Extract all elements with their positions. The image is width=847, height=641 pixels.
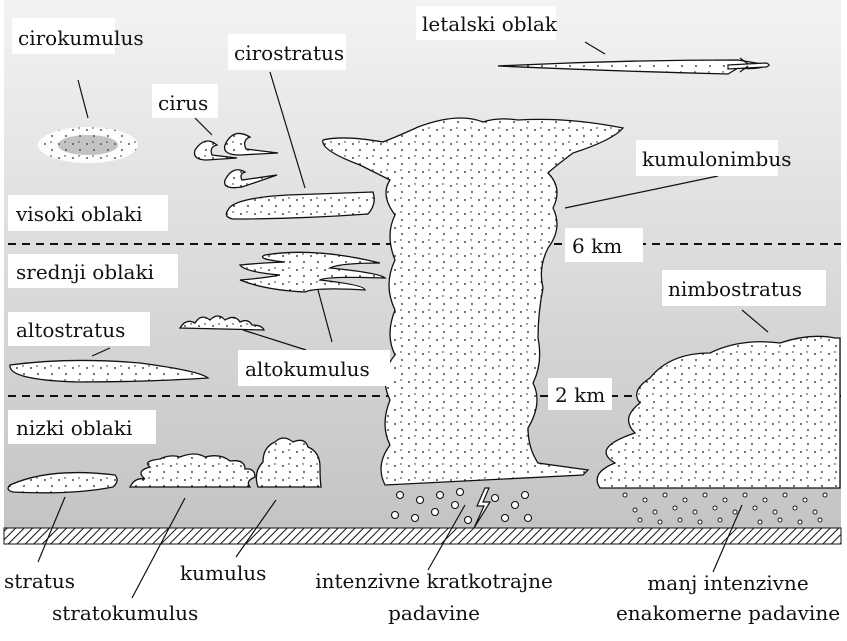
rain-drops-steady [622,492,828,525]
label-steady-precip-2: enakomerne padavine [616,601,840,625]
cumulonimbus-cloud [322,117,625,486]
altostratus-cloud [9,359,210,383]
cirrostratus-cloud [225,191,375,220]
label-high-clouds: visoki oblaki [15,202,143,226]
label-cirrostratus: cirostratus [234,41,344,65]
label-stratus: stratus [4,569,75,593]
altocumulus-cloud [178,251,387,331]
label-cumulus: kumulus [180,561,266,585]
label-6km: 6 km [572,234,622,258]
lightning-icon [473,487,492,529]
label-altocumulus: altokumulus [245,357,370,381]
label-steady-precip-1: manj intenzivne [647,571,808,595]
label-altostratus: altostratus [16,318,125,342]
label-stratocumulus: stratokumulus [52,601,198,625]
label-intense-precip-1: intenzivne kratkotrajne [315,569,553,593]
label-cumulonimbus: kumulonimbus [642,147,791,171]
label-contrail: letalski oblak [422,12,558,36]
label-nimbostratus: nimbostratus [668,277,802,301]
airplane-icon [727,57,770,73]
label-intense-precip-2: padavine [388,601,480,625]
label-2km: 2 km [555,383,605,407]
rain-drops-intense [390,487,533,525]
label-cirrocumulus: cirokumulus [18,26,144,50]
cirrocumulus-cloud [38,127,138,163]
label-low-clouds: nizki oblaki [16,416,132,440]
ground [3,527,842,545]
stratocumulus-cloud [128,453,256,488]
cumulus-cloud [255,437,322,488]
label-cirrus: cirus [158,91,208,115]
nimbostratus-cloud [596,335,841,489]
contrail-cloud [497,59,771,75]
label-middle-clouds: srednji oblaki [16,260,154,284]
stratus-cloud [7,471,118,494]
cirrus-cloud [193,132,279,189]
